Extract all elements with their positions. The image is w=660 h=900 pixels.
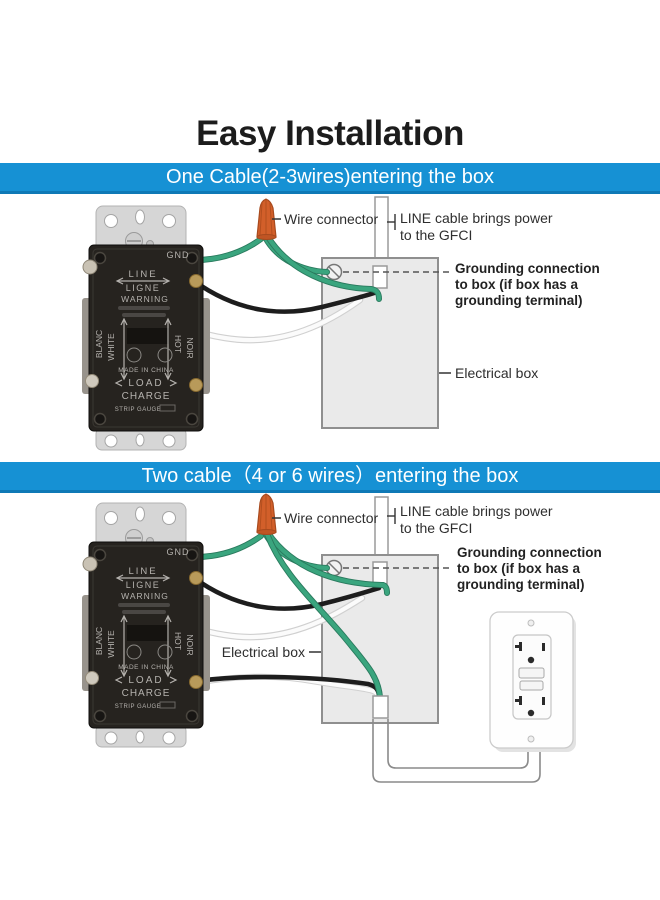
grounding-label-2: to box (if box has a — [455, 277, 579, 292]
mounting-strap-top — [95, 502, 187, 552]
wire-connector-label: Wire connector — [284, 510, 378, 526]
svg-text:STRIP GAUGE: STRIP GAUGE — [115, 407, 161, 413]
line-cable-leader — [387, 508, 396, 524]
svg-text:NOIR: NOIR — [185, 337, 195, 358]
reset-button — [518, 667, 545, 679]
wire-connector-label: Wire connector — [284, 211, 378, 227]
svg-text:WARNING: WARNING — [121, 591, 169, 601]
gfci-device-back-2: GND LINE LIGNE WARNING WHITE BLANC HOT N… — [82, 502, 210, 748]
line-cable-label-2: to the GFCI — [400, 520, 472, 536]
svg-text:STRIP GAUGE: STRIP GAUGE — [115, 704, 161, 710]
line-cable-label-1: LINE cable brings power — [400, 503, 553, 519]
grounding-label-1: Grounding connection — [457, 545, 602, 560]
line-cable-rect — [374, 196, 389, 260]
load-terminal-screw-right — [189, 378, 203, 392]
svg-text:HOT: HOT — [173, 632, 183, 650]
certification-mark-icon — [157, 347, 173, 363]
section1-banner: One Cable(2-3wires)entering the box — [0, 163, 660, 194]
line-terminal-screw-left — [82, 556, 98, 572]
wire-connector-icon — [256, 493, 277, 535]
grounding-screw-icon — [325, 263, 343, 281]
load-terminal-screw-left — [85, 374, 99, 388]
gfci-outlet-front — [489, 611, 576, 752]
certification-mark-icon — [126, 347, 142, 363]
gfci-device-back-1: GND LINE LIGNE WARNING WHITE BLANC HOT N… — [82, 205, 210, 451]
line-terminal-screw-right — [189, 274, 203, 288]
load-cable-to-outlet — [372, 719, 541, 783]
device-markings: GND LINE LIGNE WARNING WHITE BLANC HOT N… — [94, 547, 195, 710]
svg-text:BLANC: BLANC — [94, 627, 104, 655]
line-terminal-screw-right — [189, 571, 203, 585]
outlet-slots-bottom — [515, 696, 545, 717]
svg-text:LINE: LINE — [128, 269, 157, 280]
svg-text:CHARGE: CHARGE — [122, 688, 171, 699]
grounding-label-3: grounding terminal) — [455, 293, 583, 308]
svg-text:WHITE: WHITE — [106, 630, 116, 658]
line-cable-leader — [387, 214, 396, 230]
svg-text:HOT: HOT — [173, 335, 183, 353]
grounding-label-3: grounding terminal) — [457, 577, 585, 592]
test-button — [519, 680, 544, 691]
section2-diagram: Wire connector LINE cable brings power t… — [92, 493, 602, 783]
plate-screw-icon — [527, 735, 535, 743]
grounding-label-2: to box (if box has a — [457, 561, 581, 576]
electrical-box-label: Electrical box — [455, 365, 538, 381]
line-cable-rect — [374, 496, 389, 557]
wire-connector-icon — [256, 198, 277, 240]
cable-knockout-top — [372, 561, 388, 585]
svg-text:LOAD: LOAD — [128, 378, 163, 389]
cable-knockout-bottom — [372, 695, 389, 719]
grounding-label-1: Grounding connection — [455, 261, 600, 276]
section2-banner: Two cable（4 or 6 wires）entering the box — [0, 462, 660, 493]
certification-mark-icon — [126, 644, 142, 660]
device-markings: GND LINE LIGNE WARNING WHITE BLANC HOT N… — [94, 250, 195, 413]
electrical-box-label: Electrical box — [222, 644, 305, 660]
svg-text:GND: GND — [167, 547, 190, 557]
plate-screw-icon — [527, 619, 535, 627]
svg-text:NOIR: NOIR — [185, 634, 195, 655]
line-cable-label-1: LINE cable brings power — [400, 210, 553, 226]
cable-knockout — [372, 265, 388, 289]
green-wire-long — [264, 531, 383, 700]
svg-text:CHARGE: CHARGE — [122, 391, 171, 402]
black-wire-line — [191, 575, 382, 611]
svg-text:BLANC: BLANC — [94, 330, 104, 358]
black-wire — [191, 278, 380, 314]
section1-diagram: Wire connector LINE cable brings power t… — [94, 196, 600, 429]
outlet-slots-top — [515, 642, 545, 664]
load-terminal-screw-right — [189, 675, 203, 689]
svg-text:LIGNE: LIGNE — [126, 580, 161, 590]
svg-text:LINE: LINE — [128, 566, 157, 577]
svg-text:GND: GND — [167, 250, 190, 260]
svg-text:LOAD: LOAD — [128, 675, 163, 686]
svg-text:MADE IN CHINA: MADE IN CHINA — [118, 367, 174, 374]
green-wire-to-box — [265, 234, 382, 302]
svg-text:WHITE: WHITE — [106, 333, 116, 361]
svg-text:WARNING: WARNING — [121, 294, 169, 304]
svg-text:MADE IN CHINA: MADE IN CHINA — [118, 664, 174, 671]
line-terminal-screw-left — [82, 259, 98, 275]
certification-mark-icon — [157, 644, 173, 660]
green-wire-to-knockout — [265, 530, 390, 596]
load-terminal-screw-left — [85, 671, 99, 685]
svg-text:LIGNE: LIGNE — [126, 283, 161, 293]
line-cable-label-2: to the GFCI — [400, 227, 472, 243]
page-title: Easy Installation — [196, 114, 464, 153]
